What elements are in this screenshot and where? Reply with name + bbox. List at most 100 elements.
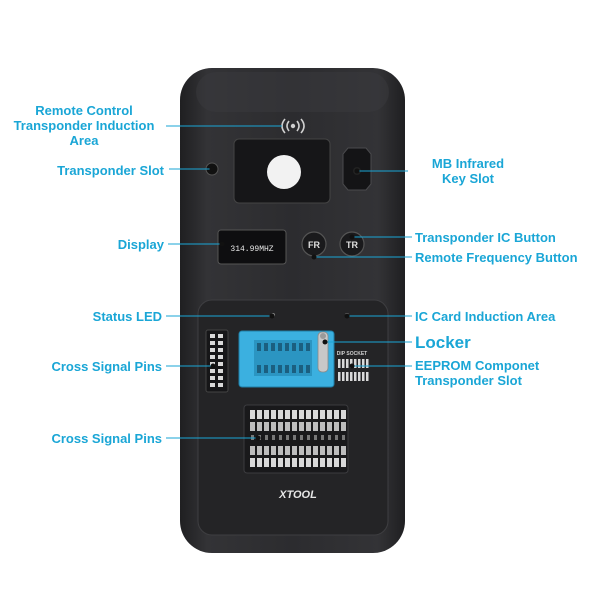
- pin: [350, 359, 353, 368]
- brand-logo: XTOOL: [278, 489, 317, 501]
- pin: [264, 343, 268, 351]
- leader-dots: [209, 166, 360, 441]
- pin: [306, 365, 310, 373]
- pin: [346, 372, 349, 381]
- transponder-ic-button-label: TR: [346, 240, 358, 250]
- pin: [320, 410, 325, 419]
- pin: [264, 458, 269, 467]
- pin: [362, 359, 365, 368]
- pin: [278, 343, 282, 351]
- label-mb-infrared: MB Infrared Key Slot: [412, 156, 524, 186]
- pin: [293, 435, 296, 440]
- dip-socket-pins: [257, 343, 310, 373]
- display-readout: 314.99MHZ: [230, 245, 273, 254]
- pin: [341, 410, 346, 419]
- remote-frequency-button-label: FR: [308, 240, 320, 250]
- pin: [257, 410, 262, 419]
- pin: [299, 458, 304, 467]
- pin: [299, 410, 304, 419]
- pin: [300, 435, 303, 440]
- pin: [218, 348, 223, 352]
- label-status-led: Status LED: [92, 309, 162, 324]
- pin: [285, 410, 290, 419]
- pin: [218, 355, 223, 359]
- pin: [218, 376, 223, 380]
- label-eeprom-line2: Transponder Slot: [415, 373, 522, 388]
- label-mb-infrared-line1: MB Infrared: [431, 156, 505, 171]
- pin: [278, 410, 283, 419]
- pin: [257, 365, 261, 373]
- pin: [299, 365, 303, 373]
- pin: [292, 446, 297, 455]
- pin: [278, 365, 282, 373]
- pin: [210, 383, 215, 387]
- pin: [358, 372, 361, 381]
- pin: [278, 446, 283, 455]
- label-remote-control: Remote Control Transponder Induction Are…: [4, 103, 164, 148]
- pin: [354, 359, 357, 368]
- transponder-slot-hole: [267, 155, 301, 189]
- pin: [292, 458, 297, 467]
- pin: [271, 365, 275, 373]
- pin: [210, 334, 215, 338]
- pin: [320, 458, 325, 467]
- pin: [342, 372, 345, 381]
- pin: [279, 435, 282, 440]
- label-remote-control-line1: Remote Control: [35, 103, 133, 118]
- pin: [306, 458, 311, 467]
- pin: [313, 410, 318, 419]
- pin: [250, 410, 255, 419]
- label-remote-frequency-button: Remote Frequency Button: [415, 250, 578, 265]
- pin: [286, 435, 289, 440]
- pin: [334, 446, 339, 455]
- pin: [285, 343, 289, 351]
- pin: [313, 446, 318, 455]
- label-transponder-ic-button: Transponder IC Button: [415, 230, 556, 245]
- label-display: Display: [117, 237, 164, 252]
- pin: [264, 446, 269, 455]
- pin: [306, 422, 311, 431]
- pin: [338, 372, 341, 381]
- pin: [250, 422, 255, 431]
- pin: [327, 446, 332, 455]
- device-top-bevel: [196, 72, 389, 112]
- pin: [271, 446, 276, 455]
- pin: [292, 422, 297, 431]
- pin: [210, 355, 215, 359]
- pin: [285, 422, 290, 431]
- pin: [271, 422, 276, 431]
- pin: [265, 435, 268, 440]
- transponder-ic-button[interactable]: [339, 231, 365, 257]
- pin: [342, 359, 345, 368]
- pin: [257, 458, 262, 467]
- pin: [218, 334, 223, 338]
- pin: [271, 410, 276, 419]
- pin: [278, 458, 283, 467]
- pin: [257, 422, 262, 431]
- pin: [257, 343, 261, 351]
- pin: [341, 458, 346, 467]
- pin: [327, 458, 332, 467]
- pin: [257, 446, 262, 455]
- pin: [366, 359, 369, 368]
- label-transponder-slot: Transponder Slot: [57, 163, 164, 178]
- dip-socket-caption: DIP SOCKET: [337, 351, 367, 357]
- pin: [362, 372, 365, 381]
- pin: [306, 410, 311, 419]
- pin: [218, 362, 223, 366]
- label-remote-control-line2: Transponder Induction: [13, 118, 155, 133]
- eeprom-component-pins: [338, 359, 369, 381]
- pin: [334, 422, 339, 431]
- pin: [218, 383, 223, 387]
- pin: [292, 410, 297, 419]
- cross-signal-pins-bottom: [250, 410, 346, 467]
- pin: [338, 359, 341, 368]
- pin: [299, 446, 304, 455]
- pin: [218, 369, 223, 373]
- pin: [278, 422, 283, 431]
- pin: [341, 422, 346, 431]
- pin: [292, 365, 296, 373]
- display: [217, 229, 287, 265]
- pin: [320, 446, 325, 455]
- pin: [327, 422, 332, 431]
